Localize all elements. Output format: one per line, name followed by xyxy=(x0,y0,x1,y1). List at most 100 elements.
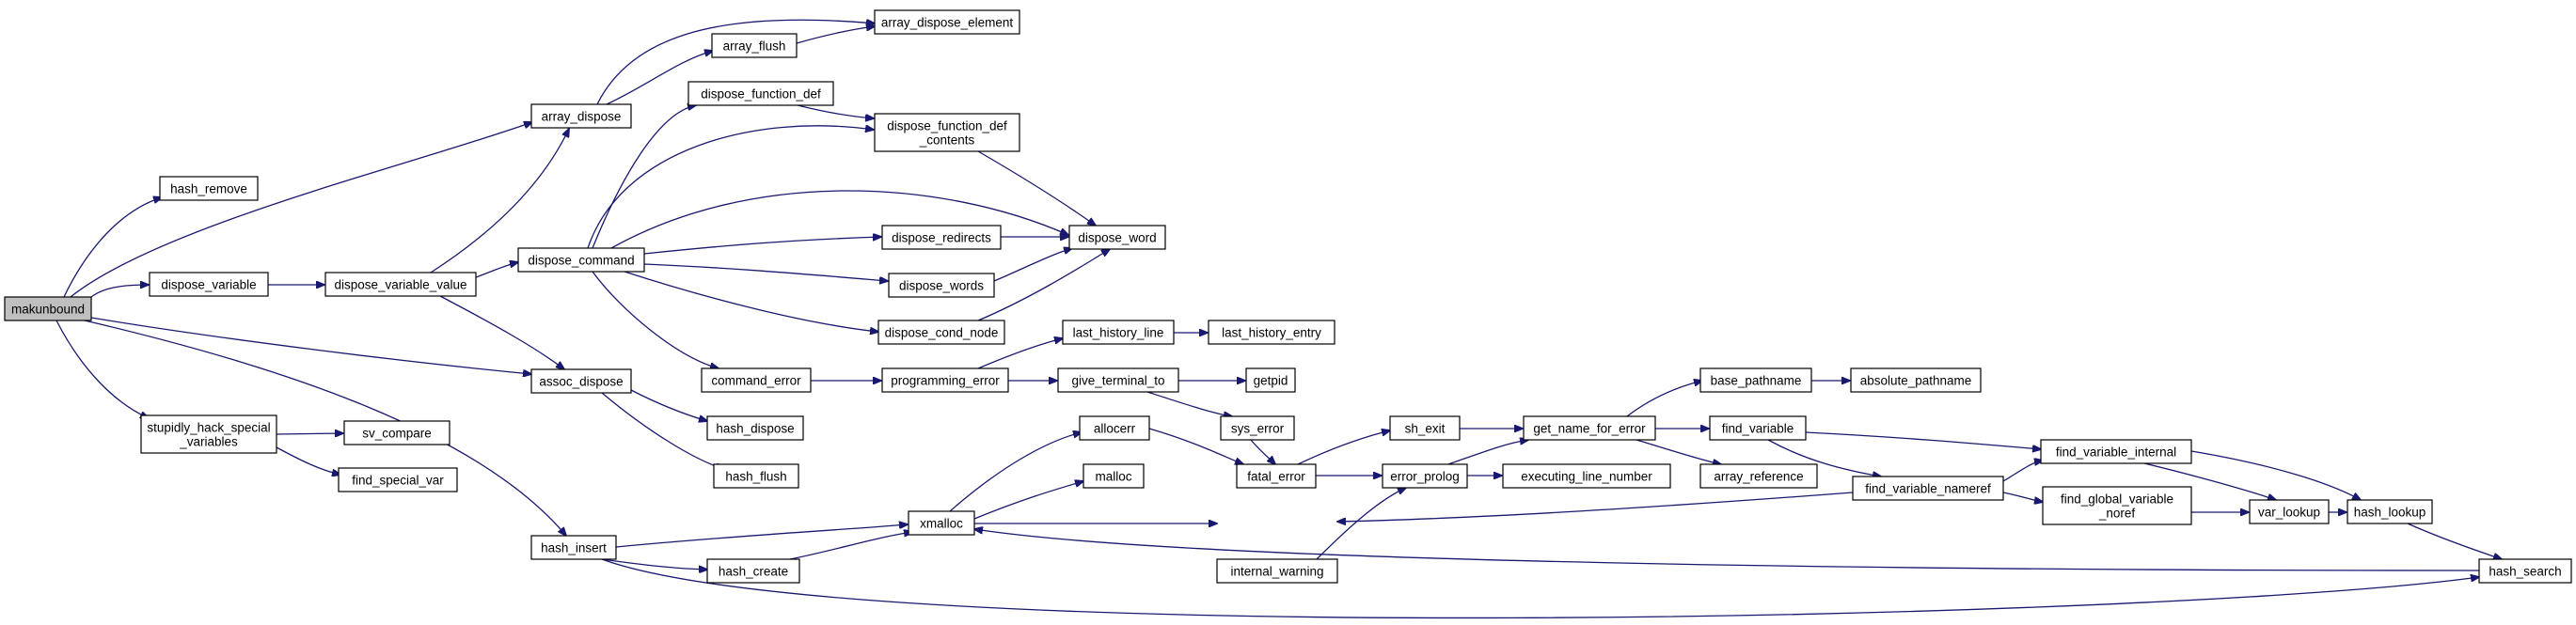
edge-hash_insert-to-xmalloc xyxy=(615,524,908,548)
node-sh-exit[interactable]: sh_exit xyxy=(1389,415,1461,441)
node-dispose-command[interactable]: dispose_command xyxy=(517,247,645,273)
node-getpid[interactable]: getpid xyxy=(1245,367,1296,393)
edge-find_variable_nameref-to-internal_warning xyxy=(1337,492,1854,522)
node-box xyxy=(881,367,1009,393)
node-array-reference[interactable]: array_reference xyxy=(1699,463,1818,489)
node-label: dispose_command xyxy=(528,254,634,268)
node-hash-dispose[interactable]: hash_dispose xyxy=(706,415,804,441)
node-dispose-word[interactable]: dispose_word xyxy=(1068,225,1166,250)
node-label: give_terminal_to xyxy=(1071,374,1164,388)
node-base-pathname[interactable]: base_pathname xyxy=(1699,367,1812,393)
node-box xyxy=(1389,415,1461,441)
edge-dispose_command-to-dispose_words xyxy=(643,263,888,281)
node-label: hash_search xyxy=(2489,565,2561,579)
node-hash-create[interactable]: hash_create xyxy=(706,558,800,584)
node-box xyxy=(1062,320,1175,345)
node-dispose-words[interactable]: dispose_words xyxy=(888,273,995,298)
node-box xyxy=(1236,463,1317,489)
node-label: dispose_variable_value xyxy=(334,278,466,292)
node-absolute-pathname[interactable]: absolute_pathname xyxy=(1850,367,1982,393)
edge-dispose_command-to-dispose_function_def xyxy=(592,105,696,249)
edge-internal_warning-to-error_prolog xyxy=(1316,488,1406,560)
node-box xyxy=(877,320,1005,345)
node-assoc-dispose[interactable]: assoc_dispose xyxy=(530,368,632,394)
node-box xyxy=(1068,225,1166,250)
edge-dispose_function_def-to-dispose_function_def_contents xyxy=(797,104,874,118)
node-label: find_variable_nameref xyxy=(1865,482,1991,496)
node-box xyxy=(1216,558,1338,584)
node-array-dispose[interactable]: array_dispose xyxy=(530,103,632,129)
edge-array_dispose-to-array_flush xyxy=(606,51,713,105)
node-label: last_history_line xyxy=(1073,326,1164,340)
node-box xyxy=(530,368,632,394)
node-box xyxy=(530,103,632,129)
node-hash-lookup[interactable]: hash_lookup xyxy=(2347,499,2433,524)
node-label: sv_compare xyxy=(362,427,432,441)
node-array-flush[interactable]: array_flush xyxy=(711,33,798,58)
edge-array_dispose-to-array_dispose_element xyxy=(596,20,875,105)
node-allocerr[interactable]: allocerr xyxy=(1079,415,1150,441)
node-makunbound[interactable]: makunbound xyxy=(4,296,92,321)
node-label: error_prolog xyxy=(1390,470,1460,484)
node-dispose-cond-node[interactable]: dispose_cond_node xyxy=(877,320,1005,345)
edge-sys_error-to-fatal_error xyxy=(1250,439,1275,464)
node-dispose-redirects[interactable]: dispose_redirects xyxy=(881,225,1002,250)
node-last-history-line[interactable]: last_history_line xyxy=(1062,320,1175,345)
node-label: var_lookup xyxy=(2258,506,2320,520)
node-internal-warning[interactable]: internal_warning xyxy=(1216,558,1338,584)
edge-give_terminal_to-to-sys_error xyxy=(1146,391,1232,416)
edge-makunbound-to-dispose_variable xyxy=(90,285,149,298)
node-array-dispose-element[interactable]: array_dispose_element xyxy=(874,9,1020,35)
node-find-special-var[interactable]: find_special_var xyxy=(338,467,458,492)
node-label: sys_error xyxy=(1231,422,1285,436)
node-xmalloc[interactable]: xmalloc xyxy=(908,510,975,536)
node-find-global-variable-noref[interactable]: find_global_variable_noref xyxy=(2042,486,2192,525)
node-var-lookup[interactable]: var_lookup xyxy=(2249,499,2330,524)
node-get-name-for-error[interactable]: get_name_for_error xyxy=(1523,415,1656,441)
node-stupidly-hack[interactable]: stupidly_hack_special_variables xyxy=(140,414,277,454)
node-label: find_special_var xyxy=(352,474,444,488)
node-sys-error[interactable]: sys_error xyxy=(1220,415,1295,441)
node-give-terminal-to[interactable]: give_terminal_to xyxy=(1057,367,1179,393)
node-label: find_variable xyxy=(1722,422,1794,436)
node-label: fatal_error xyxy=(1247,470,1305,484)
node-find-variable-nameref[interactable]: find_variable_nameref xyxy=(1852,476,2004,501)
node-label: allocerr xyxy=(1094,422,1136,436)
node-label: _contents xyxy=(919,133,975,148)
node-programming-error[interactable]: programming_error xyxy=(881,367,1009,393)
edge-dispose_cond_node-to-dispose_word xyxy=(977,249,1110,321)
node-hash-remove[interactable]: hash_remove xyxy=(159,176,259,201)
node-find-variable-internal[interactable]: find_variable_internal xyxy=(2040,439,2192,464)
node-label: array_flush xyxy=(723,39,786,54)
node-find-variable[interactable]: find_variable xyxy=(1709,415,1807,441)
node-dispose-function-def-contents[interactable]: dispose_function_def_contents xyxy=(874,113,1020,152)
node-fatal-error[interactable]: fatal_error xyxy=(1236,463,1317,489)
node-hash-insert[interactable]: hash_insert xyxy=(530,535,617,560)
node-command-error[interactable]: command_error xyxy=(701,367,812,393)
node-label: sh_exit xyxy=(1405,422,1446,436)
node-hash-flush[interactable]: hash_flush xyxy=(713,463,799,489)
node-dispose-function-def[interactable]: dispose_function_def xyxy=(687,81,834,106)
node-label: hash_insert xyxy=(541,541,607,555)
node-label: internal_warning xyxy=(1230,565,1323,579)
node-label: makunbound xyxy=(11,303,85,317)
node-label: array_dispose_element xyxy=(881,16,1014,30)
node-label: assoc_dispose xyxy=(539,375,623,389)
node-box xyxy=(1523,415,1656,441)
node-dispose-variable[interactable]: dispose_variable xyxy=(149,272,269,297)
edge-dispose_function_def_contents-to-dispose_word xyxy=(977,150,1096,226)
edge-dispose_command-to-command_error xyxy=(592,271,719,368)
node-hash-search[interactable]: hash_search xyxy=(2478,558,2572,584)
node-box xyxy=(706,415,804,441)
node-sv-compare[interactable]: sv_compare xyxy=(343,420,450,445)
node-executing-line-number[interactable]: executing_line_number xyxy=(1502,463,1671,489)
node-box xyxy=(874,9,1020,35)
node-last-history-entry[interactable]: last_history_entry xyxy=(1208,320,1335,345)
node-dispose-variable-value[interactable]: dispose_variable_value xyxy=(324,272,477,297)
node-box xyxy=(1850,367,1982,393)
node-box xyxy=(888,273,995,298)
edge-stupidly_hack-to-find_special_var xyxy=(276,446,340,475)
node-malloc[interactable]: malloc xyxy=(1083,463,1145,489)
node-error-prolog[interactable]: error_prolog xyxy=(1382,463,1468,489)
